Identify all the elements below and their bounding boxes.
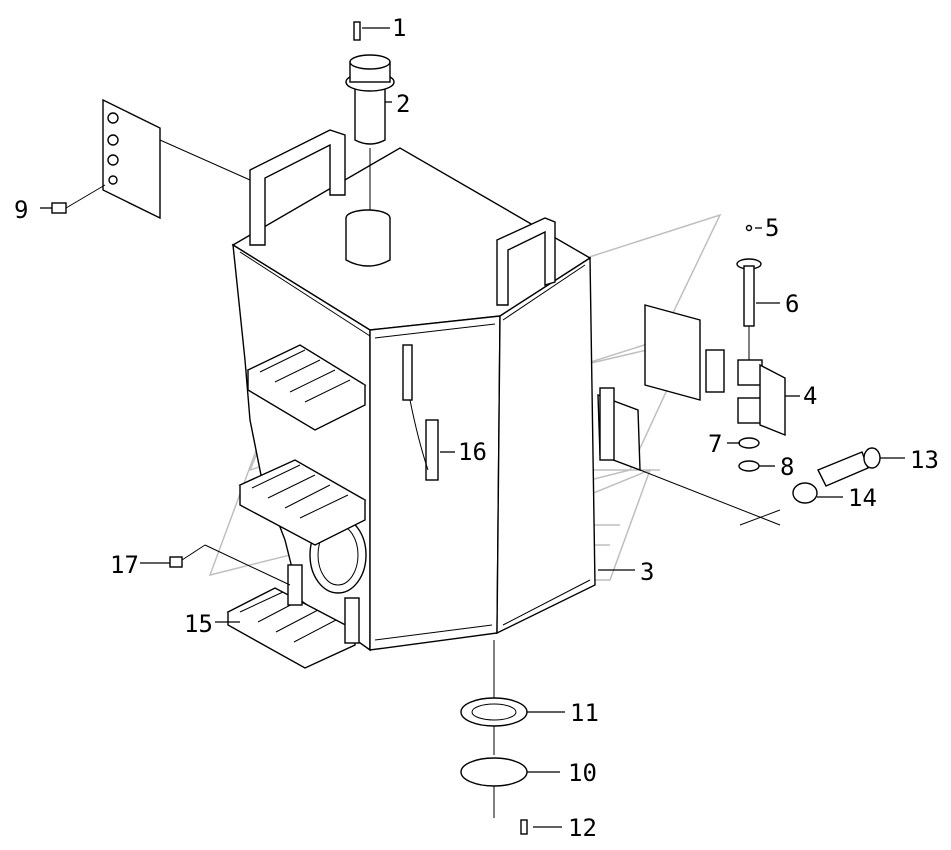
filler-cap-and-strainer [345, 54, 395, 210]
callout-7: 7 [708, 430, 722, 458]
callout-4: 4 [803, 382, 817, 410]
step-assembly [226, 564, 360, 669]
washer-8 [738, 460, 760, 472]
callout-numbers: 1 2 3 4 5 6 7 8 9 10 11 12 13 14 15 16 1… [14, 14, 939, 842]
callout-8: 8 [780, 453, 794, 481]
lifting-handle-right [496, 217, 556, 306]
filler-neck [345, 209, 391, 267]
callout-1: 1 [392, 14, 406, 42]
callout-15: 15 [184, 610, 213, 638]
cotter-pin [745, 224, 753, 232]
step-middle [238, 459, 367, 546]
hinge-bracket [737, 359, 786, 437]
drain-cover-assembly [460, 640, 528, 835]
bolt-1 [353, 21, 361, 41]
callout-6: 6 [785, 290, 799, 318]
callout-13: 13 [910, 446, 939, 474]
callout-17: 17 [110, 551, 139, 579]
hinge-assembly [597, 304, 781, 526]
callout-10: 10 [568, 759, 597, 787]
handle [402, 344, 439, 481]
leader-lines [40, 27, 905, 828]
callout-11: 11 [570, 699, 599, 727]
callout-14: 14 [848, 484, 877, 512]
callout-2: 2 [396, 90, 410, 118]
callout-16: 16 [458, 438, 487, 466]
ring-14 [792, 482, 818, 504]
pin-13 [817, 447, 881, 487]
callout-3: 3 [640, 558, 654, 586]
hinge-pin [736, 258, 762, 360]
callout-12: 12 [568, 814, 597, 842]
callout-5: 5 [765, 214, 779, 242]
mounting-plate [102, 98, 251, 220]
bolt-9 [51, 184, 106, 214]
lifting-handle-left [249, 129, 346, 246]
callout-9: 9 [14, 196, 28, 224]
bolt-17 [169, 544, 291, 586]
washer-7 [738, 437, 760, 449]
step-upper [246, 344, 367, 431]
